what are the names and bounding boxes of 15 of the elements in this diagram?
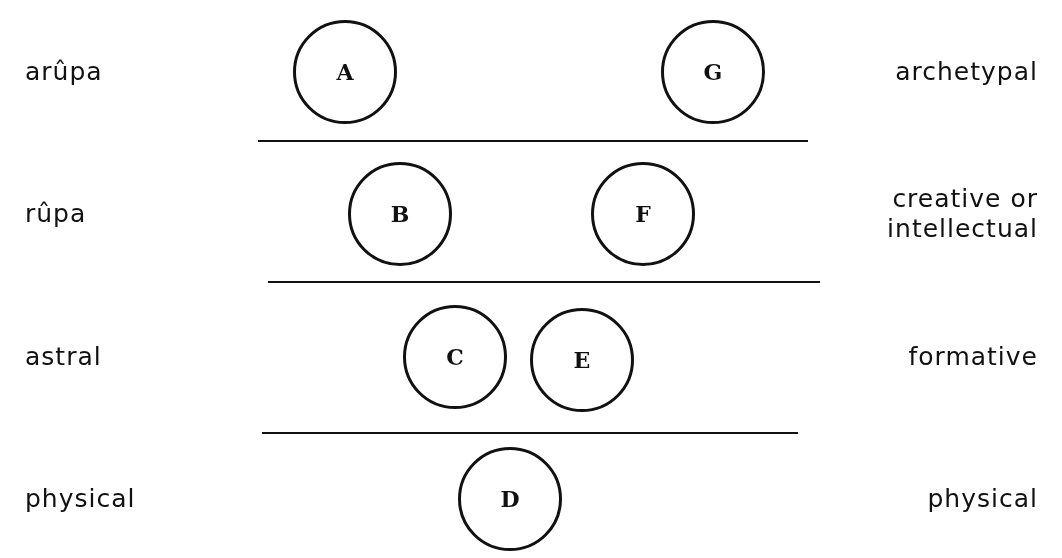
circle-node: B (348, 162, 452, 266)
circle-node: E (530, 308, 634, 412)
plane-label: astral (25, 342, 102, 372)
plane-label: archetypal (895, 57, 1038, 87)
plane-label: creative or intellectual (886, 184, 1038, 244)
plane-label: rûpa (25, 199, 87, 229)
circle-node: F (591, 162, 695, 266)
circle-node: C (403, 305, 507, 409)
circle-node: G (661, 20, 765, 124)
plane-label: formative (908, 342, 1038, 372)
plane-label: arûpa (25, 57, 103, 87)
plane-label: physical (927, 484, 1038, 514)
plane-label: physical (25, 484, 136, 514)
circle-node: A (293, 20, 397, 124)
circle-node: D (458, 447, 562, 551)
